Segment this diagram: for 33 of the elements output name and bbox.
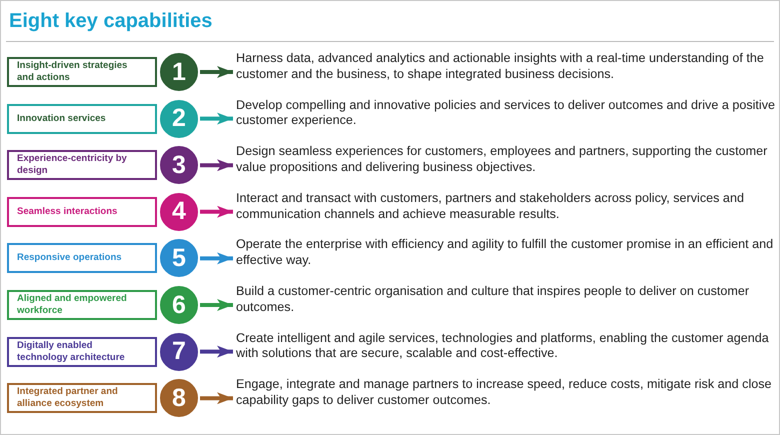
capability-box: Innovation services: [7, 104, 157, 134]
capability-box: Responsive operations: [7, 243, 157, 274]
number-circle: 1: [158, 51, 200, 93]
description-text: Harness data, advanced analytics and actionable insights with a real-time understanding of the customer and the business, to shape integrated business decisions.: [236, 51, 776, 91]
description-text: Engage, integrate and manage partners to increase speed, reduce costs, mitigate risk and close capability gaps to deliver customer outcomes.: [236, 377, 776, 418]
description-text: Create intelligent and agile services, technologies and platforms, enabling the customer agenda with solutions that are secure, scalable and cost-effective.: [236, 330, 776, 371]
number-circle: 2: [158, 98, 200, 140]
description-text: Interact and transact with customers, partners and stakeholders across policy, services and communication channels and achieve measurable results.: [236, 190, 776, 231]
description-text: Design seamless experiences for customers, employees and partners, supporting the customer value propositions and delivering business objectives.: [236, 144, 776, 184]
number-circle: 4: [158, 190, 200, 233]
description-text: Develop compelling and innovative policies and services to deliver outcomes and drive a positive customer experience.: [236, 98, 776, 138]
arrow: [200, 346, 233, 358]
number-circle: 8: [158, 377, 200, 420]
number-circle: 7: [158, 330, 200, 373]
arrow: [200, 159, 233, 172]
capability-box: Aligned and empowered workforce: [7, 290, 157, 320]
description-text: Build a customer-centric organisation and culture that inspires people to deliver on customer outcomes.: [236, 284, 776, 324]
arrow: [200, 392, 233, 404]
capability-box: Integrated partner and alliance ecosystem: [7, 383, 157, 414]
number-circle: 5: [158, 237, 200, 280]
number-circle: 3: [158, 144, 200, 186]
arrow: [200, 252, 233, 264]
description-text: Operate the enterprise with efficiency and agility to fulfill the customer promise in an efficient and effective way.: [236, 237, 776, 278]
arrow: [200, 112, 233, 125]
title: Eight key capabilities: [9, 10, 212, 33]
capability-box: Seamless interactions: [7, 196, 157, 227]
arrow: [200, 299, 233, 311]
number-circle: 6: [158, 284, 200, 326]
capability-box: Experience-centricity by design: [7, 150, 157, 180]
arrow: [200, 206, 233, 218]
capability-box: Insight-driven strategies and actions: [7, 57, 157, 87]
capability-box: Digitally enabled technology architecture: [7, 336, 157, 367]
arrow: [200, 66, 233, 78]
